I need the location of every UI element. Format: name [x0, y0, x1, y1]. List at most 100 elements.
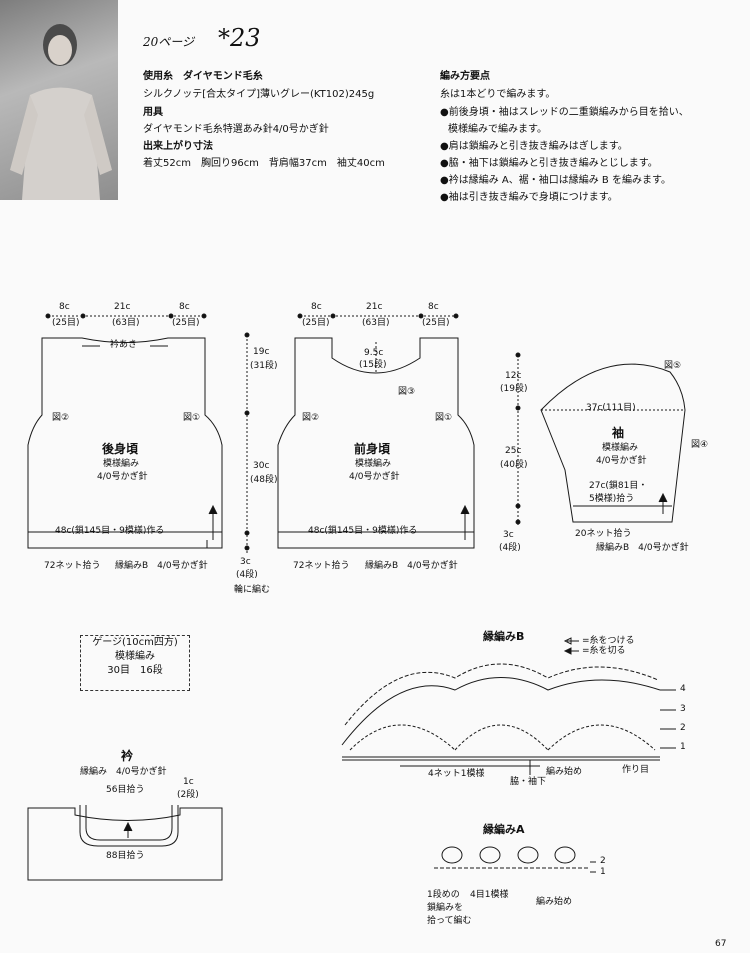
edging-b-repeat: 4ネット1模様: [428, 769, 485, 779]
front-width-dimensions: [297, 313, 459, 372]
edging-a-start: 編み始め: [536, 897, 573, 907]
front-figure-3: 図③: [398, 387, 416, 397]
back-foundation: 48c(鎖145目・9模様)作る: [55, 526, 165, 536]
edging-a-note-1: 1段めの: [427, 890, 460, 900]
collar-bottom-pickup: 88目拾う: [106, 851, 145, 861]
sleeve-foundation-2: 5模様)拾う: [589, 494, 635, 504]
collar-title: 衿: [121, 749, 134, 763]
back-neck-label: 衿あき: [110, 340, 138, 350]
edging-b-row: 4: [680, 684, 686, 694]
sleeve-edging: 縁編みB 4/0号かぎ針: [596, 543, 689, 553]
page-number: 67: [715, 939, 727, 949]
sleeve-edge-rows: (4段): [499, 543, 521, 553]
sleeve-foundation-1: 27c(鎖81目・: [589, 481, 648, 491]
point-line: 糸は1本どりで編みます。: [440, 89, 556, 100]
legend-attach-yarn: =糸をつける: [582, 636, 635, 646]
edging-a-repeat: 4目1模様: [470, 890, 509, 900]
front-neck-depth: 9.5c: [364, 348, 384, 358]
page-reference: 20ページ: [143, 35, 195, 49]
legend-cut-yarn: =糸を切る: [582, 646, 626, 656]
point-line: ●衿は縁編み A、裾・袖口は縁編み B を編みます。: [440, 175, 671, 186]
height-armhole-rows: (31段): [250, 361, 278, 371]
sleeve-hook: 4/0号かぎ針: [596, 456, 647, 466]
collar-edging: 縁編み 4/0号かぎ針: [80, 767, 167, 777]
collar-width-rows: (2段): [177, 790, 199, 800]
back-dim-right-rows: (25目): [172, 318, 200, 328]
back-figure-2: 図②: [52, 413, 70, 423]
height-body: 30c: [253, 461, 270, 471]
sleeve-top-width: 37c(111目): [586, 403, 636, 413]
sleeve-edge-height: 3c: [503, 530, 514, 540]
direction-arrows: [206, 492, 668, 548]
edging-a-note-3: 拾って編む: [427, 916, 472, 926]
back-hook: 4/0号かぎ針: [97, 472, 148, 482]
front-neck-rows: (15段): [359, 360, 387, 370]
sleeve-length: 25c: [505, 446, 522, 456]
back-body-title: 後身頃: [102, 442, 139, 456]
front-dim-left: 8c: [311, 302, 322, 312]
front-pickup: 72ネット拾う: [293, 561, 350, 571]
height-edge-rows: (4段): [236, 570, 258, 580]
points-heading: 編み方要点: [440, 71, 490, 82]
front-figure-2: 図②: [302, 413, 320, 423]
edging-a-chart: [434, 846, 596, 873]
point-line: 模様編みで編みます。: [448, 124, 547, 135]
front-dim-right: 8c: [428, 302, 439, 312]
sleeve-figure-4: 図④: [691, 440, 709, 450]
model-silhouette: [10, 24, 112, 200]
worked-in-round: 輪に編む: [234, 585, 271, 595]
edging-b-base: 作り目: [622, 765, 650, 775]
point-line: ●前後身頃・袖はスレッドの二重鎖編みから目を拾い、: [440, 107, 689, 118]
back-dim-right: 8c: [179, 302, 190, 312]
tools-detail: ダイヤモンド毛糸特選あみ針4/0号かぎ針: [143, 124, 329, 135]
edging-b-title: 縁編みB: [483, 630, 525, 643]
yarn-detail: シルクノッテ[合太タイプ]薄いグレー(KT102)245g: [143, 89, 375, 100]
front-dim-right-rows: (25目): [422, 318, 450, 328]
collar-top-pickup: 56目拾う: [106, 785, 145, 795]
gauge-stitch: 模様編み: [115, 651, 155, 662]
front-figure-1: 図①: [435, 413, 453, 423]
back-dim-left-rows: (25目): [52, 318, 80, 328]
height-edge: 3c: [240, 557, 251, 567]
edging-b-side: 脇・袖下: [510, 777, 547, 787]
model-photo: [0, 0, 118, 200]
edging-b-chart: [341, 637, 676, 775]
collar-width: 1c: [183, 777, 194, 787]
front-dim-left-rows: (25目): [302, 318, 330, 328]
edging-b-row: 2: [680, 723, 686, 733]
front-dim-mid-rows: (63目): [362, 318, 390, 328]
front-edging: 縁編みB 4/0号かぎ針: [365, 561, 458, 571]
height-body-rows: (48段): [250, 475, 278, 485]
edging-b-row: 3: [680, 704, 686, 714]
back-body-outline: [27, 337, 223, 549]
gauge-title: ゲージ(10cm四方): [92, 637, 178, 648]
back-pickup: 72ネット拾う: [44, 561, 101, 571]
sleeve-length-rows: (40段): [500, 460, 528, 470]
gauge-count: 30目 16段: [107, 665, 163, 676]
pattern-number: *23: [218, 24, 261, 52]
point-line: ●脇・袖下は鎖編みと引き抜き編みとじします。: [440, 158, 658, 169]
edging-a-note-2: 鎖編みを: [427, 903, 464, 913]
yarn-heading: 使用糸 ダイヤモンド毛糸: [143, 71, 263, 82]
sleeve-pickup: 20ネット拾う: [575, 529, 632, 539]
sleeve-outline: [515, 352, 686, 525]
edging-a-title: 縁編みA: [483, 823, 525, 836]
back-dim-left: 8c: [59, 302, 70, 312]
edging-b-row: 1: [680, 742, 686, 752]
sleeve-figure-5: 図⑤: [664, 361, 682, 371]
sleeve-stitch: 模様編み: [602, 443, 639, 453]
gauge-box: ゲージ(10cm四方) 模様編み 30目 16段: [80, 635, 190, 691]
edging-a-row: 2: [600, 856, 606, 866]
back-edging: 縁編みB 4/0号かぎ針: [115, 561, 208, 571]
sleeve-title: 袖: [612, 426, 625, 440]
sleeve-cap-rows: (19段): [500, 384, 528, 394]
back-figure-1: 図①: [183, 413, 201, 423]
point-line: ●肩は鎖編みと引き抜き編みはぎします。: [440, 141, 628, 152]
front-body-title: 前身頃: [354, 442, 391, 456]
front-foundation: 48c(鎖145目・9模様)作る: [308, 526, 418, 536]
front-body-outline: [277, 337, 475, 549]
point-line: ●袖は引き抜き編みで身頃につけます。: [440, 192, 618, 203]
body-height-dimensions: [244, 332, 250, 555]
